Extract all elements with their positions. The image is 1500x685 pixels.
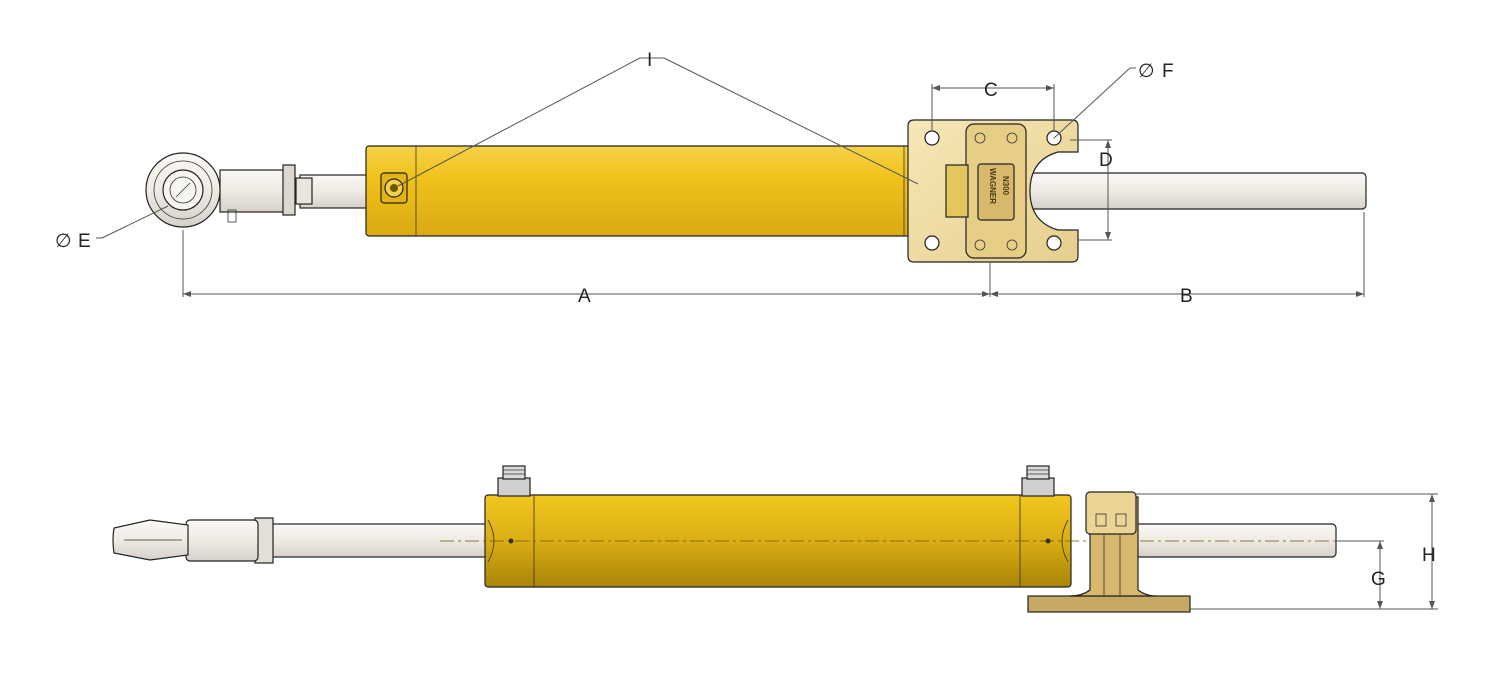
side-view: G H bbox=[112, 465, 1438, 613]
label-i: I bbox=[647, 50, 652, 71]
side-fitting-right bbox=[1021, 465, 1055, 497]
top-cylinder-barrel bbox=[365, 145, 947, 237]
label-f: F bbox=[1162, 61, 1174, 82]
label-h: H bbox=[1422, 545, 1436, 566]
label-e-symbol: ∅ bbox=[55, 231, 72, 252]
side-rod-end-body bbox=[185, 519, 259, 562]
top-jam bbox=[295, 177, 313, 205]
top-view: WAGNER N300 A B C D ∅ F ∅ E bbox=[55, 50, 1367, 307]
bracket-nameplate bbox=[977, 163, 1015, 221]
label-d: D bbox=[1099, 150, 1113, 171]
label-f-symbol: ∅ bbox=[1138, 61, 1155, 82]
top-port-left bbox=[380, 172, 408, 204]
label-c: C bbox=[984, 80, 998, 101]
top-rod-right bbox=[1009, 172, 1367, 210]
nameplate-line2: N300 bbox=[1001, 176, 1010, 196]
top-rod-end-body bbox=[219, 169, 291, 213]
nameplate-line1: WAGNER bbox=[988, 168, 997, 204]
label-e: E bbox=[78, 231, 91, 252]
label-g: G bbox=[1371, 569, 1386, 590]
side-rod-right bbox=[1129, 523, 1337, 558]
side-bracket-clamp bbox=[1085, 491, 1137, 535]
grease-fitting bbox=[227, 209, 237, 223]
side-fitting-left bbox=[497, 465, 531, 497]
label-a: A bbox=[578, 286, 591, 307]
side-rod-left bbox=[271, 523, 487, 558]
rod-end-eye-ring bbox=[153, 160, 213, 220]
rod-end-eye-bore bbox=[169, 176, 197, 204]
side-bracket-base bbox=[1027, 595, 1191, 613]
top-nut bbox=[282, 164, 296, 216]
label-b: B bbox=[1180, 286, 1193, 307]
